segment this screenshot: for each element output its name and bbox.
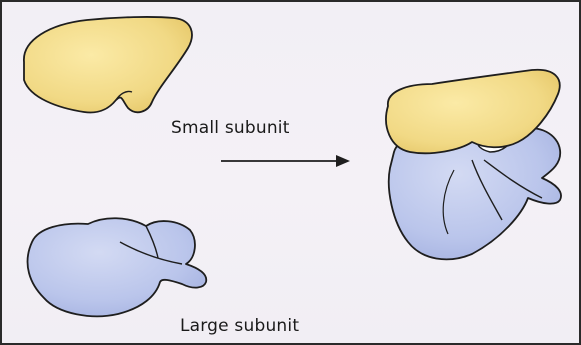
small-subunit-shape [24, 17, 192, 113]
assembly-arrow [221, 155, 350, 167]
large-subunit-shape [28, 218, 207, 316]
large-subunit-label: Large subunit [180, 316, 299, 336]
small-subunit-label: Small subunit [171, 118, 290, 138]
